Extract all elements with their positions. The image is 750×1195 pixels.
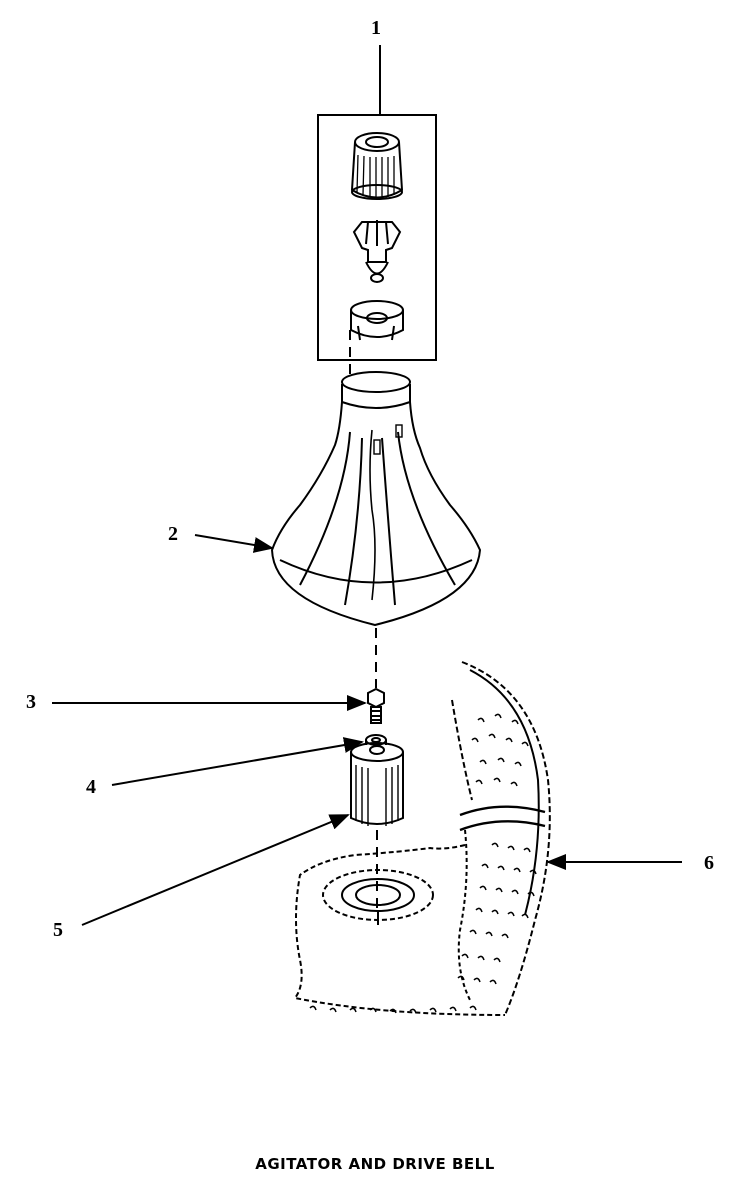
callout-4: 4 bbox=[86, 776, 96, 798]
wash-basket-icon bbox=[293, 661, 551, 1016]
callout-6: 6 bbox=[704, 852, 714, 874]
diagram-caption: AGITATOR AND DRIVE BELL bbox=[255, 1155, 495, 1173]
callout-5: 5 bbox=[53, 919, 63, 941]
callout-2: 2 bbox=[168, 523, 178, 545]
agitator-cap-assembly-icon bbox=[350, 132, 404, 341]
leader-line-5 bbox=[81, 814, 350, 926]
callout-1: 1 bbox=[371, 17, 381, 39]
screw-icon bbox=[367, 687, 385, 724]
drive-bell-icon bbox=[350, 742, 404, 826]
cap-assembly-box bbox=[317, 114, 437, 361]
agitator-icon bbox=[270, 371, 482, 627]
leader-line-4 bbox=[111, 737, 364, 786]
leader-line-2 bbox=[194, 534, 274, 553]
callout-3: 3 bbox=[26, 691, 36, 713]
